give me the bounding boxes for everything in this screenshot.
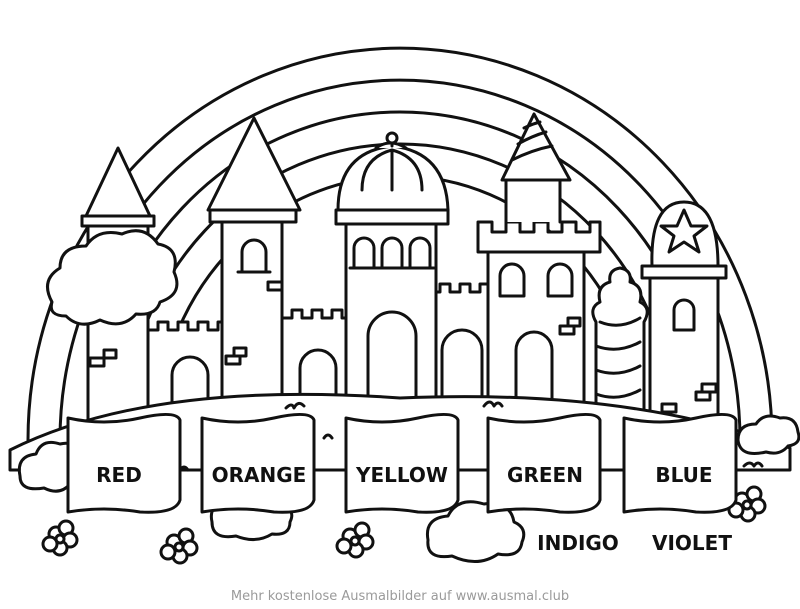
banner-green-label: GREEN	[507, 463, 583, 487]
banner-blue-label: BLUE	[655, 463, 712, 487]
violet-label: VIOLET	[652, 531, 732, 555]
cloud-right	[736, 414, 800, 455]
flower-right	[727, 485, 767, 523]
tower-battlement	[476, 112, 602, 422]
flower-center-left	[159, 527, 199, 565]
footer-credit: Mehr kostenlose Ausmalbilder auf www.aus…	[231, 589, 569, 604]
banner-yellow-label: YELLOW	[355, 463, 448, 487]
cloud-center-right	[425, 500, 526, 563]
tower-left	[46, 146, 179, 422]
banner-orange-shape	[200, 413, 316, 514]
twisted-spire	[591, 266, 649, 422]
banner-blue-shape	[622, 413, 738, 514]
tower-star	[640, 200, 728, 422]
indigo-label: INDIGO	[537, 531, 619, 555]
tower-dome	[334, 131, 450, 422]
banner-green-shape	[486, 413, 602, 514]
banner-red-shape	[66, 413, 182, 514]
flower-center	[335, 521, 375, 559]
banner-yellow-shape	[344, 413, 460, 514]
tower-cone	[206, 116, 302, 422]
banner-red-label: RED	[96, 463, 142, 487]
flower-left	[41, 519, 79, 557]
castle-walls	[146, 282, 494, 422]
banner-orange-label: ORANGE	[212, 463, 307, 487]
